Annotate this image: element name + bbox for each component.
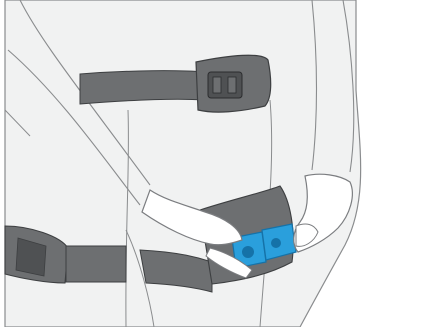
- black-buckle-slot-left: [213, 77, 221, 93]
- blue-buckle-hole-2: [271, 238, 281, 248]
- black-buckle-slot-right: [228, 77, 236, 93]
- blue-buckle-hole: [242, 246, 254, 258]
- upper-belt-strap: [80, 71, 205, 104]
- left-strap-segment: [66, 246, 126, 282]
